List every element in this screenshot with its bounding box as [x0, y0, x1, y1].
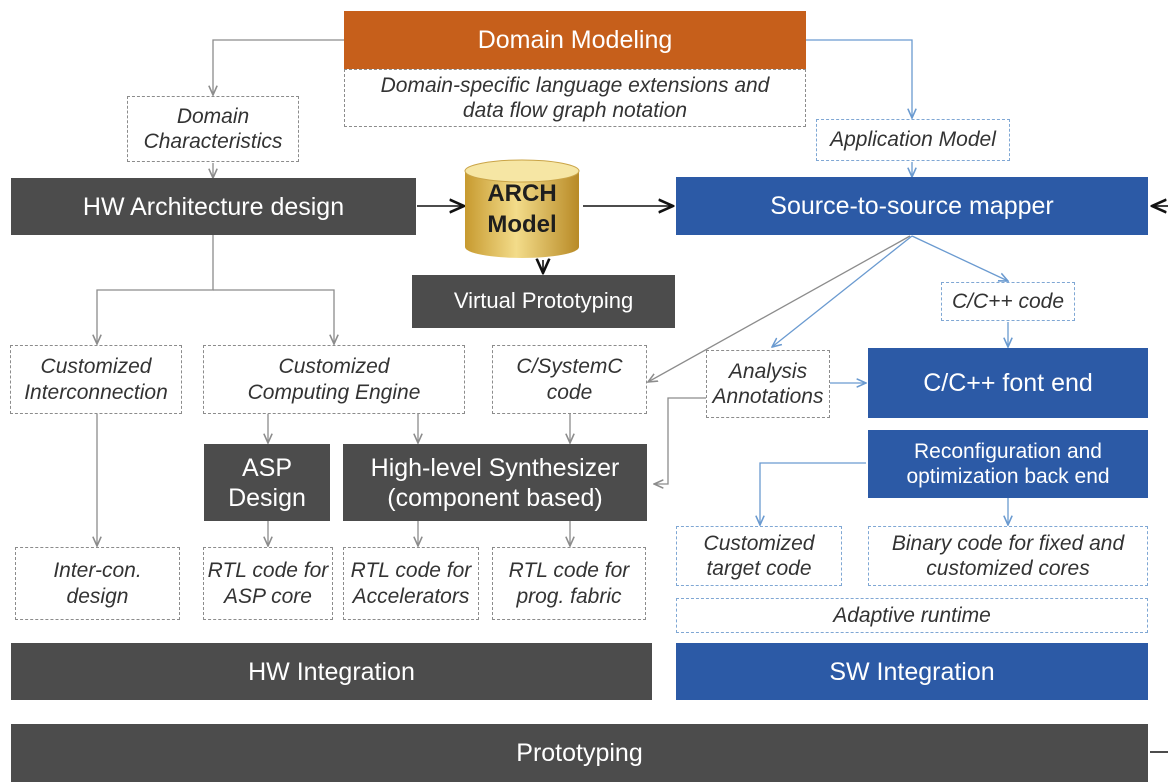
virtual-prototyping-box: Virtual Prototyping [412, 275, 675, 328]
binary-code-box: Binary code for fixed and customized cor… [868, 526, 1148, 586]
edge-mapper-to-annotations [772, 235, 913, 347]
prototyping-box: Prototyping [11, 724, 1148, 782]
edge-hw-split [97, 234, 214, 344]
asp-design-box: ASP Design [204, 444, 330, 521]
edge-domain-to-appmodel [806, 39, 912, 118]
arch-model-cylinder [464, 159, 580, 258]
edge-annotations-to-hls [654, 397, 706, 484]
sw-integration-box: SW Integration [676, 643, 1148, 700]
application-model-box: Application Model [816, 119, 1010, 161]
rtl-accelerators-box: RTL code for Accelerators [343, 547, 479, 620]
reconfiguration-backend-box: Reconfiguration and optimization back en… [868, 430, 1148, 498]
source-to-source-mapper-box: Source-to-source mapper [676, 177, 1148, 235]
c-font-end-box: C/C++ font end [868, 348, 1148, 418]
rtl-asp-core-box: RTL code for ASP core [203, 547, 333, 620]
rtl-prog-fabric-box: RTL code for prog. fabric [492, 547, 646, 620]
analysis-annotations-box: Analysis Annotations [706, 350, 830, 418]
edge-backend-to-target [760, 462, 866, 525]
hw-integration-box: HW Integration [11, 643, 652, 700]
c-code-box: C/C++ code [941, 282, 1075, 321]
edge-hw-to-engine [213, 289, 334, 344]
edge-mapper-to-systemc [648, 235, 911, 382]
adaptive-runtime-box: Adaptive runtime [676, 598, 1148, 633]
edge-domain-to-characteristics [213, 39, 344, 95]
domain-modeling-note: Domain-specific language extensions and … [344, 69, 806, 127]
customized-interconnection-box: Customized Interconnection [10, 345, 182, 414]
high-level-synthesizer-box: High-level Synthesizer (component based) [343, 444, 647, 521]
arch-model-label: ARCH Model [487, 180, 557, 239]
domain-modeling-label: Domain Modeling [477, 26, 673, 54]
systemc-code-box: C/SystemC code [492, 345, 647, 414]
hw-architecture-design-box: HW Architecture design [11, 178, 416, 235]
customized-computing-engine-box: Customized Computing Engine [203, 345, 465, 414]
intercon-design-box: Inter-con. design [15, 547, 180, 620]
domain-characteristics-box: Domain Characteristics [127, 96, 299, 162]
customized-target-code-box: Customized target code [676, 526, 842, 586]
edge-mapper-to-ccode [911, 235, 1008, 281]
domain-modeling-box: Domain Modeling [344, 11, 806, 69]
